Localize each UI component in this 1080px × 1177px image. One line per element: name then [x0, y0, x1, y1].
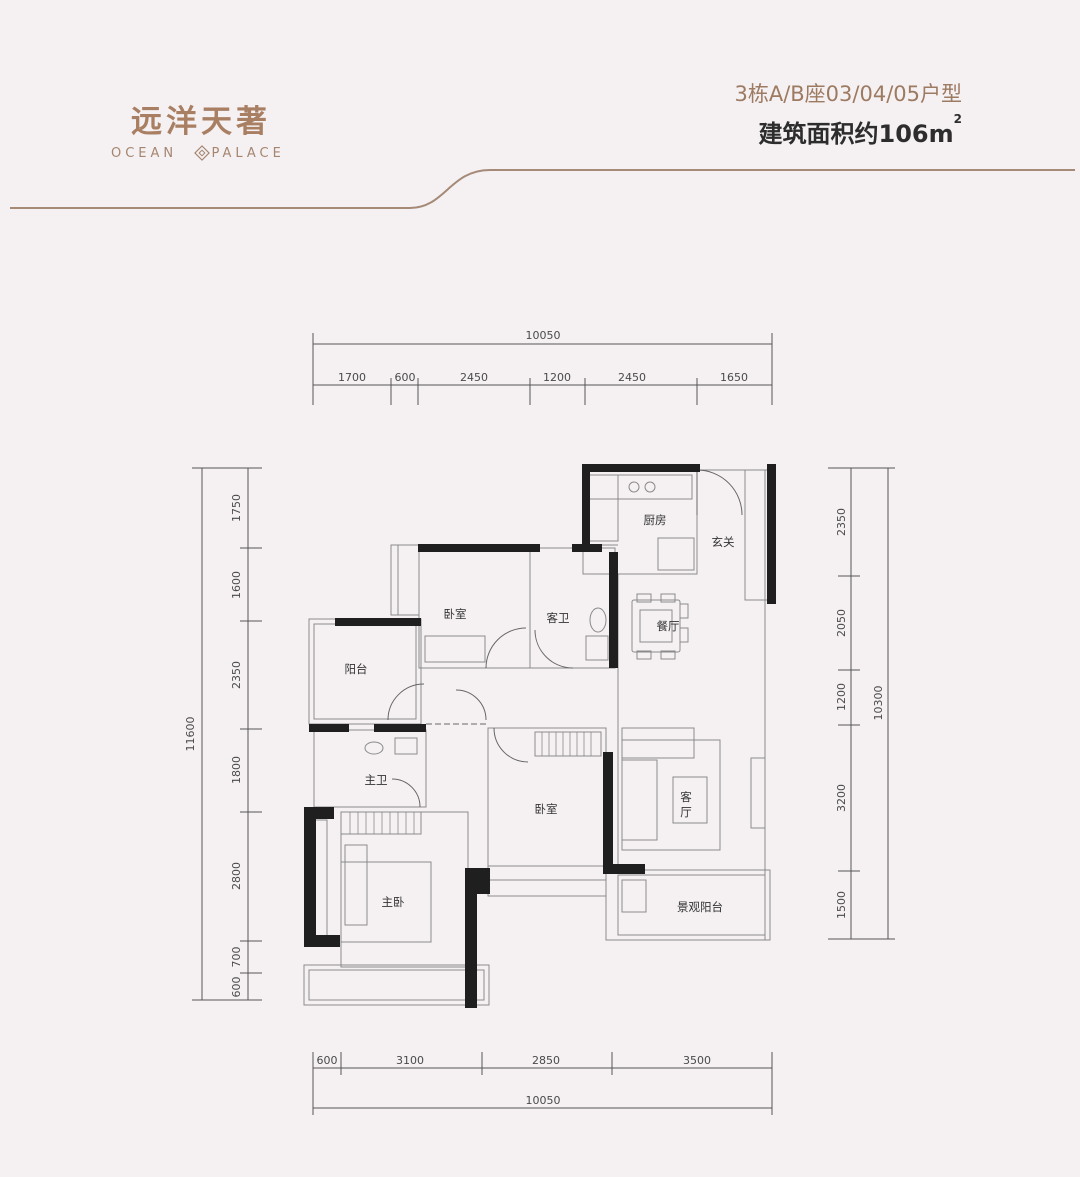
top-total-dim: 10050: [526, 329, 561, 342]
brand-en-left: OCEAN: [111, 146, 178, 161]
left-dim-5: 2800: [230, 862, 243, 890]
top-dim-2: 600: [395, 371, 416, 384]
header-divider-line: [10, 169, 1075, 209]
bottom-dim-3: 2850: [532, 1054, 560, 1067]
room-balcony: 阳台: [345, 662, 368, 676]
thin-walls: [303, 469, 771, 1006]
right-dim-5: 1500: [835, 891, 848, 919]
thick-walls: [304, 464, 776, 1008]
top-dim-5: 2450: [618, 371, 646, 384]
left-dim-4: 1800: [230, 756, 243, 784]
room-kitchen: 厨房: [644, 513, 667, 527]
top-dim-3: 2450: [460, 371, 488, 384]
room-entrance: 玄关: [712, 535, 735, 549]
bottom-dim-4: 3500: [683, 1054, 711, 1067]
top-dim-1: 1700: [338, 371, 366, 384]
room-view-balcony: 景观阳台: [677, 900, 723, 914]
room-master-bath: 主卫: [365, 773, 388, 787]
left-dim-2: 1600: [230, 571, 243, 599]
unit-code: 3栋A/B座03/04/05户型: [734, 82, 962, 106]
right-dim-3: 1200: [835, 683, 848, 711]
left-dim-1: 1750: [230, 494, 243, 522]
wardrobe-hatching: [349, 732, 592, 834]
room-living-2: 厅: [680, 805, 692, 819]
area-label: 建筑面积约106m2: [560, 112, 962, 149]
brand-name-en: OCEAN PALACE: [111, 146, 285, 161]
left-dim-3: 2350: [230, 661, 243, 689]
area-superscript: 2: [953, 112, 962, 126]
room-living-1: 客: [680, 790, 692, 804]
top-dim-4: 1200: [543, 371, 571, 384]
bottom-dim-2: 3100: [396, 1054, 424, 1067]
area-text: 建筑面积约106m: [758, 120, 954, 148]
top-dim-6: 1650: [720, 371, 748, 384]
room-guest-bath: 客卫: [547, 611, 570, 625]
room-dining: 餐厅: [657, 619, 680, 633]
dimension-lines: [192, 333, 895, 1115]
left-total-dim: 11600: [184, 717, 197, 752]
bottom-dim-1: 600: [317, 1054, 338, 1067]
bottom-total-dim: 10050: [526, 1094, 561, 1107]
right-dim-4: 3200: [835, 784, 848, 812]
room-bedroom-top: 卧室: [444, 607, 467, 621]
room-master-bedroom: 主卧: [382, 895, 405, 909]
right-dim-1: 2350: [835, 508, 848, 536]
left-dim-6: 700: [230, 947, 243, 968]
brand-name-cn: 远洋天著: [131, 104, 271, 140]
right-total-dim: 10300: [872, 686, 885, 721]
door-swings: [387, 469, 743, 808]
left-dim-7: 600: [230, 977, 243, 998]
diamond-logo-icon: [194, 145, 210, 161]
right-dim-2: 2050: [835, 609, 848, 637]
brand-en-right: PALACE: [211, 146, 285, 161]
room-bedroom-mid: 卧室: [535, 802, 558, 816]
